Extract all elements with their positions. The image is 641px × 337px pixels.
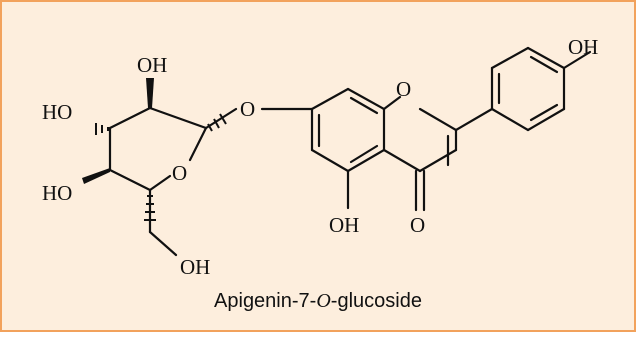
phenyl-ring — [490, 46, 566, 132]
caption-prefix: Apigenin-7- — [214, 290, 317, 312]
label-o-carbonyl: O — [410, 213, 425, 237]
label-o-pyranose: O — [172, 161, 187, 185]
figure-caption: Apigenin-7-O-glucoside — [0, 290, 636, 313]
c6-oh-bond — [148, 230, 178, 257]
phenol-oh-bond — [562, 50, 592, 70]
benzo-ring — [310, 87, 386, 173]
caption-suffix: -glucoside — [330, 290, 422, 312]
hash-c3-ho — [95, 123, 109, 135]
label-oh-phenol: OH — [568, 35, 598, 59]
aryl-link-bond — [454, 107, 494, 132]
wedge-c2-oh — [146, 78, 154, 108]
o-anomeric-bond — [204, 107, 238, 130]
label-ho-sugar-upper: HO — [42, 100, 72, 124]
hash-c5-c6 — [144, 195, 156, 221]
label-oh-sugar-top: OH — [137, 53, 167, 77]
label-oh-aromatic: OH — [329, 213, 359, 237]
pyranose-ring — [108, 106, 208, 192]
figure-panel — [0, 0, 636, 332]
label-o-chromone: O — [396, 77, 411, 101]
stereo-bonds — [82, 78, 227, 221]
hash-anomeric — [207, 113, 227, 132]
label-ho-sugar-lower: HO — [42, 181, 72, 205]
label-o-glycosidic: O — [240, 97, 255, 121]
label-oh-sugar-bottom: OH — [180, 255, 210, 279]
pyrone-ring — [382, 95, 458, 173]
caption-italic-o: O — [316, 290, 331, 312]
wedge-c4-ho — [82, 168, 110, 184]
